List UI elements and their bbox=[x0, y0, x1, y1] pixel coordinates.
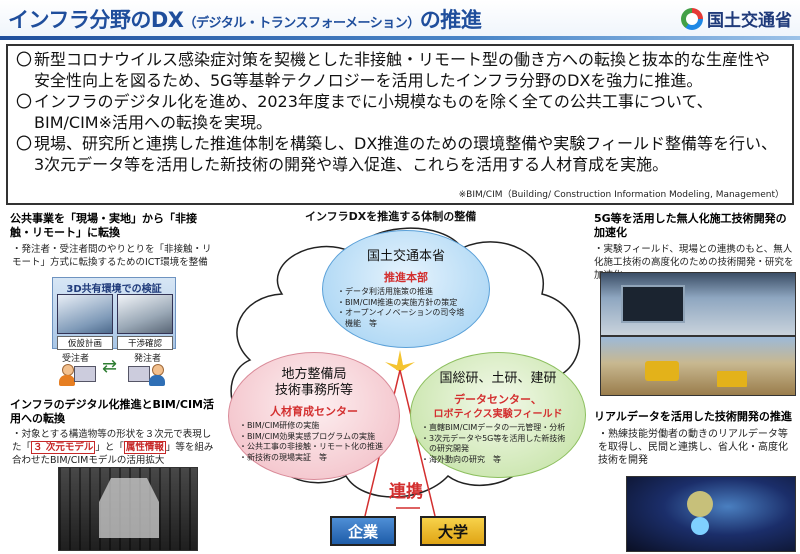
3d-model-highlight: ３ 次元モデル bbox=[31, 441, 96, 454]
remote-section-heading: 公共事業を「現場・実地」から「非接触・リモート」に転換 bbox=[10, 212, 197, 239]
ministry-logo: 国土交通省 bbox=[681, 6, 792, 31]
bim-section-heading: インフラのデジタル化推進とBIM/CIM活用への転換 bbox=[10, 398, 215, 425]
summary-bullet-3: 〇現場、研究所と連携した推進体制を構築し、DX推進のための環境整備や実験フィール… bbox=[16, 133, 784, 175]
research-institute-ellipse: 国総研、土研、建研 データセンター、 ロボティクス実験フィールド ・直轄BIM/… bbox=[410, 352, 586, 478]
exchange-arrows-icon bbox=[96, 356, 130, 377]
list-item: ・BIM/CIM効果実感プログラムの実施 bbox=[239, 431, 376, 441]
remote-section-body: ・発注者・受注者間のやりとりを「非接触・リモート」方式に転換するためのICT環境… bbox=[12, 244, 212, 268]
title-sub: （デジタル・トランスフォーメーション） bbox=[183, 16, 421, 31]
remote-control-room-photo bbox=[600, 272, 796, 336]
hq-title: 国土交通本省 bbox=[366, 249, 445, 264]
institute-red-label-1: データセンター、 bbox=[454, 393, 542, 406]
diagram-title: インフラDXを推進する体制の整備 bbox=[305, 210, 477, 223]
computer-icon bbox=[74, 366, 96, 382]
page-header: インフラ分野のDX（デジタル・トランスフォーメーション）の推進 国土交通省 bbox=[0, 0, 800, 40]
bureau-red-label: 人材育成センター bbox=[270, 405, 358, 418]
bullet-text: 新型コロナウイルス感染症対策を契機とした非接触・リモート型の働き方への転換と抜本… bbox=[34, 50, 771, 90]
list-item: ・直轄BIM/CIMデータの一元管理・分析 bbox=[421, 423, 566, 432]
summary-bullet-2: 〇インフラのデジタル化を進め、2023年度までに小規模なものを除く全ての公共工事… bbox=[16, 91, 784, 133]
motion-capture-photo bbox=[626, 476, 796, 552]
link-line bbox=[399, 369, 436, 517]
mlit-logo-icon bbox=[681, 7, 703, 30]
collaboration-label: 連携 bbox=[389, 482, 423, 502]
bim-model-image bbox=[58, 467, 198, 551]
bim-body-part: 」と「 bbox=[95, 442, 124, 453]
list-item: ・海外動向の研究 等 bbox=[421, 454, 501, 464]
summary-box: 〇新型コロナウイルス感染症対策を契機とした非接触・リモート型の働き方への転換と抜… bbox=[6, 44, 794, 205]
bullet-mark: 〇 bbox=[16, 134, 33, 153]
bureau-title-2: 技術事務所等 bbox=[274, 383, 353, 398]
bim-body-part: ・対象とする構造物等の形状を３次元で表現した「 bbox=[12, 429, 212, 453]
mlit-hq-ellipse: 国土交通本省 推進本部 ・データ利活用施策の推進 ・BIM/CIM推進の実施方針… bbox=[322, 230, 490, 348]
attribute-info-highlight: 属性情報 bbox=[123, 441, 166, 454]
regional-bureau-ellipse: 地方整備局 技術事務所等 人材育成センター ・BIM/CIM研修の実施 ・BIM… bbox=[228, 352, 400, 480]
contractor-label: 受注者 bbox=[62, 354, 90, 364]
unmanned-construction-photo bbox=[600, 336, 796, 396]
company-box: 企業 bbox=[330, 516, 396, 546]
list-item: ・オープンイノベーションの司令塔 bbox=[337, 308, 465, 317]
list-item: の研究開発 bbox=[421, 444, 469, 453]
env-label: 3D共有環境での検証 bbox=[66, 284, 162, 295]
person-icon bbox=[58, 364, 76, 386]
list-item: ・BIM/CIM推進の実施方針の策定 bbox=[337, 297, 458, 307]
page-title: インフラ分野のDX（デジタル・トランスフォーメーション）の推進 bbox=[8, 4, 482, 34]
env-tag-plan: 仮設計画 bbox=[57, 336, 113, 350]
bullet-text: 現場、研究所と連携した推進体制を構築し、DX推進のための環境整備や実験フィールド… bbox=[34, 134, 777, 174]
person-icon bbox=[148, 364, 166, 386]
realdata-section-heading: リアルデータを活用した技術開発の推進 bbox=[594, 410, 792, 423]
title-main: インフラ分野のDX bbox=[8, 8, 184, 32]
list-item: ・BIM/CIM研修の実施 bbox=[239, 421, 320, 430]
computer-icon bbox=[128, 366, 150, 382]
list-item: ・3次元データや5G等を活用した新技術 bbox=[421, 433, 566, 443]
interference-check-image bbox=[117, 294, 173, 334]
bim-body-part: 」等を組み合わせたBIM/CIMモデルの活用拡大 bbox=[12, 442, 214, 466]
list-item: ・新技術の現場実証 等 bbox=[239, 452, 327, 462]
bullet-text: インフラのデジタル化を進め、2023年度までに小規模なものを除く全ての公共工事に… bbox=[34, 92, 713, 132]
list-item: ・公共工事の非接触・リモート化の推進 bbox=[239, 442, 383, 451]
list-item: 機能 等 bbox=[337, 318, 377, 328]
ministry-name: 国土交通省 bbox=[707, 11, 792, 31]
star-burst bbox=[385, 362, 415, 372]
bullet-mark: 〇 bbox=[16, 92, 33, 111]
star-burst bbox=[396, 350, 404, 370]
temporary-plan-image bbox=[57, 294, 113, 334]
bim-section-body: ・対象とする構造物等の形状を３次元で表現した「３ 次元モデル」と「属性情報」等を… bbox=[12, 428, 217, 467]
university-box: 大学 bbox=[420, 516, 486, 546]
5g-section-heading: 5G等を活用した無人化施工技術開発の加速化 bbox=[594, 212, 787, 239]
summary-bullet-1: 〇新型コロナウイルス感染症対策を契機とした非接触・リモート型の働き方への転換と抜… bbox=[16, 49, 784, 91]
bullet-mark: 〇 bbox=[16, 50, 33, 69]
hq-item-list: ・データ利活用施策の推進 ・BIM/CIM推進の実施方針の策定 ・オープンイノベ… bbox=[337, 287, 464, 329]
env-tag-check: 干渉確認 bbox=[117, 336, 173, 350]
bureau-item-list: ・BIM/CIM研修の実施 ・BIM/CIM効果実感プログラムの実施 ・公共工事… bbox=[239, 421, 383, 463]
institute-title: 国総研、土研、建研 bbox=[439, 371, 557, 386]
3d-environment-panel: 3D共有環境での検証 仮設計画 干渉確認 bbox=[52, 277, 176, 350]
header-divider bbox=[0, 36, 800, 40]
institute-red-label-2: ロボティクス実験フィールド bbox=[433, 409, 563, 420]
realdata-section-body: ・熟練技能労働者の動きのリアルデータ等を取得し、民間と連携し、省人化・高度化技術… bbox=[598, 429, 788, 466]
hq-red-label: 推進本部 bbox=[384, 271, 428, 284]
bim-cim-footnote: ※BIM/CIM（Building/ Construction Informat… bbox=[458, 190, 784, 200]
orderer-label: 発注者 bbox=[134, 354, 162, 364]
list-item: ・データ利活用施策の推進 bbox=[337, 287, 433, 296]
bureau-title-1: 地方整備局 bbox=[281, 367, 347, 382]
title-tail: の推進 bbox=[419, 8, 482, 32]
institute-item-list: ・直轄BIM/CIMデータの一元管理・分析 ・3次元データや5G等を活用した新技… bbox=[421, 423, 565, 465]
